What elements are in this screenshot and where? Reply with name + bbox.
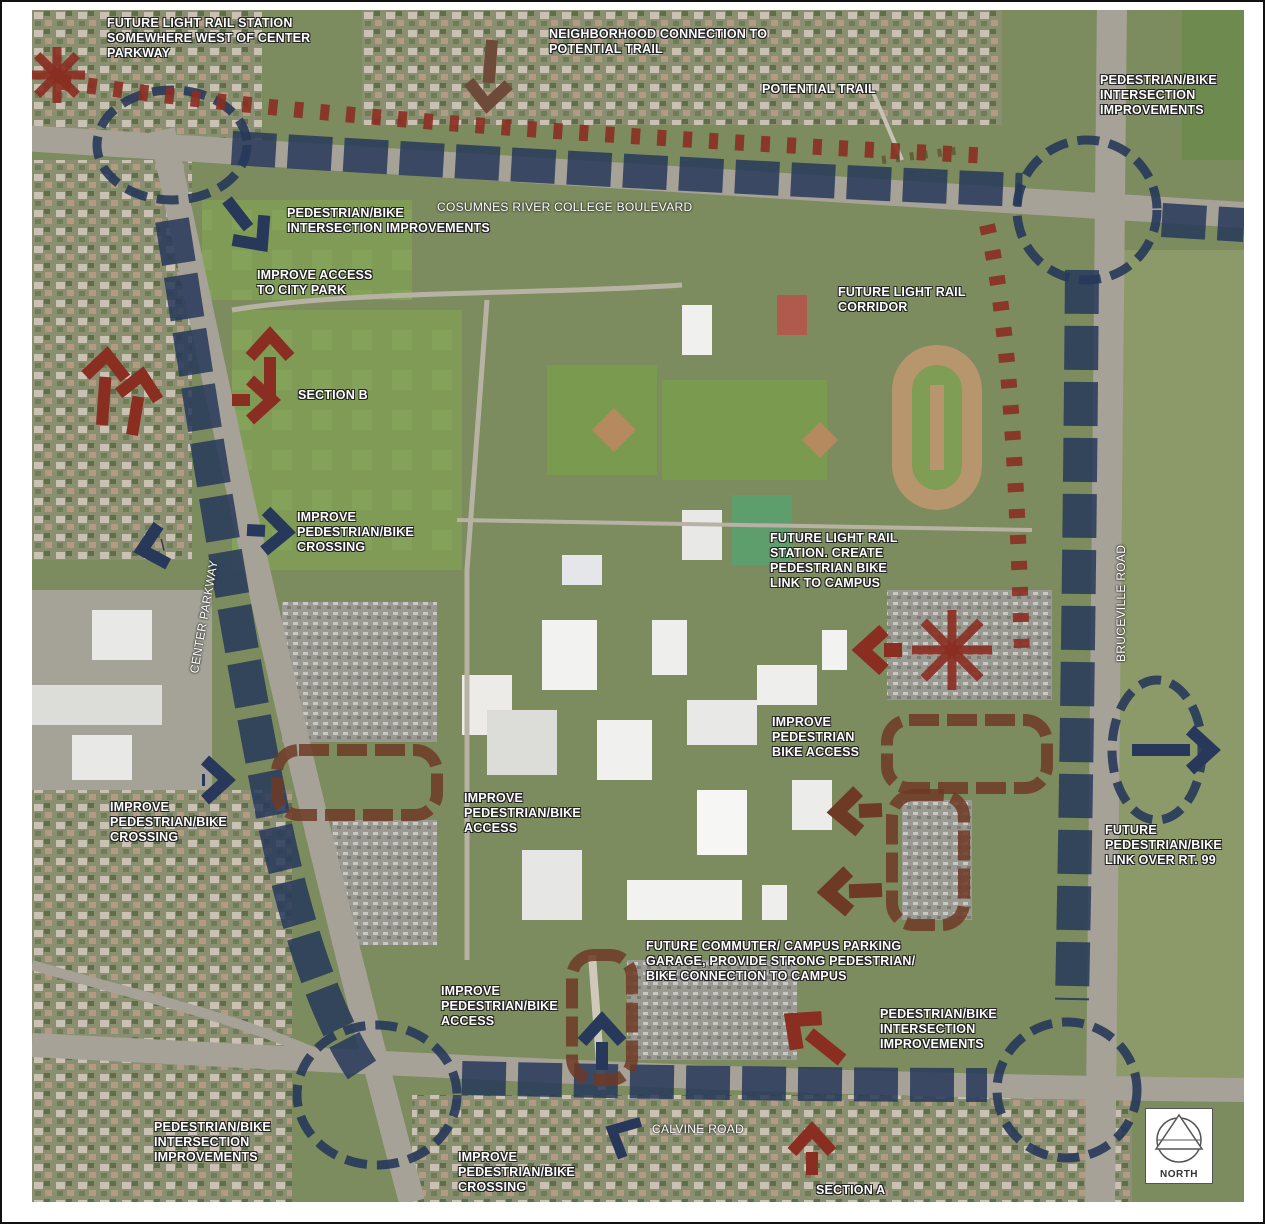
label-improve-bike-access-east: IMPROVE PEDESTRIAN BIKE ACCESS — [772, 715, 860, 759]
label-improve-access-west-lot: IMPROVE PEDESTRIAN/BIKE ACCESS — [464, 791, 581, 835]
west-residential-arrow-b-shaft — [126, 395, 145, 436]
east-parking-arrow-b-shaft — [848, 883, 883, 899]
access-loop-east-parking — [886, 789, 970, 931]
label-future-light-rail-corridor: FUTURE LIGHT RAIL CORRIDOR — [838, 285, 966, 314]
north-arrow: NORTH — [1145, 1108, 1213, 1184]
neighborhood-connection-arrow — [464, 39, 513, 114]
intersection-ring-ne — [1012, 135, 1162, 285]
label-potential-trail: POTENTIAL TRAIL — [762, 82, 876, 96]
station-link-arrow — [851, 624, 902, 676]
site-map: COSUMNES RIVER COLLEGE BOULEVARD CENTER … — [32, 10, 1244, 1202]
direction-arrows — [81, 39, 1221, 1175]
label-future-light-rail-station-west: FUTURE LIGHT RAIL STATION SOMEWHERE WEST… — [107, 16, 311, 60]
access-loop-west-lot — [271, 744, 443, 821]
light-rail-station-campus-icon-spoke — [920, 618, 984, 682]
north-arrow-icon — [1154, 1113, 1204, 1163]
label-section-b: SECTION B — [298, 388, 368, 402]
west-residential-arrow-a-head — [81, 346, 131, 383]
ped-bike-route-cosumnes-east — [1160, 203, 1244, 242]
label-future-light-rail-station-campus: FUTURE LIGHT RAIL STATION. CREATE PEDEST… — [770, 531, 898, 590]
pedestrian-bike-routes — [92, 85, 1244, 1170]
ped-bike-route-cosumnes — [230, 131, 1023, 207]
east-parking-arrow-b — [816, 866, 883, 917]
section-b-arrow-v — [245, 326, 295, 405]
label-future-commuter-parking-garage: FUTURE COMMUTER/ CAMPUS PARKING GARAGE, … — [646, 939, 916, 983]
city-park-arrow-shaft — [222, 196, 254, 232]
city-park-arrow-head — [231, 214, 271, 253]
access-loop-east-lot — [881, 714, 1053, 794]
ped-bike-route-bruceville — [1055, 269, 1099, 1001]
label-ped-bike-intersection-sw: PEDESTRIAN/BIKE INTERSECTION IMPROVEMENT… — [154, 1120, 271, 1164]
label-improve-crossing-west: IMPROVE PEDESTRIAN/BIKE CROSSING — [297, 510, 414, 554]
intersection-ring-sw — [292, 1020, 462, 1170]
label-improve-access-city-park: IMPROVE ACCESS TO CITY PARK — [257, 268, 373, 297]
south-access-arrow — [577, 1011, 627, 1070]
crossing-west-arrow-e-shaft — [246, 524, 266, 537]
intersection-ring-se — [992, 1017, 1142, 1163]
section-a-arrow — [787, 1121, 837, 1175]
light-rail-station-west-icon-spoke — [34, 52, 80, 98]
crossing-west-arrow-e-head — [260, 506, 296, 556]
south-access-arrow-head — [577, 1011, 627, 1047]
neighborhood-connection-arrow-shaft — [482, 39, 498, 84]
access-loop-garage — [566, 949, 638, 1086]
light-rail-station-west-icon — [32, 47, 85, 103]
ped-bike-route-calvine — [461, 1061, 988, 1102]
label-improve-crossing-south: IMPROVE PEDESTRIAN/BIKE CROSSING — [458, 1150, 575, 1194]
east-parking-arrow-b-head — [816, 866, 855, 917]
light-rail-station-campus-icon — [912, 610, 992, 690]
station-link-arrow-head — [851, 624, 889, 676]
crossing-west-arrow-w — [133, 521, 172, 570]
crossing-west-arrow-e — [246, 506, 296, 556]
ped-bike-route-center-parkway — [155, 217, 377, 1080]
garage-arrow — [783, 1011, 847, 1066]
label-future-link-over-rt99: FUTURE PEDESTRIAN/BIKE LINK OVER RT. 99 — [1105, 823, 1222, 867]
crossing-south-arrow — [605, 1117, 642, 1160]
light-rail-corridor — [60, 74, 1030, 661]
section-a-arrow-head — [787, 1121, 837, 1157]
label-ped-bike-intersection-nw: PEDESTRIAN/BIKE INTERSECTION IMPROVEMENT… — [287, 206, 490, 235]
road-label-cosumnes-river-college-blvd: COSUMNES RIVER COLLEGE BOULEVARD — [437, 200, 693, 214]
east-parking-arrow-a-shaft — [858, 803, 883, 819]
proposed-access-improvements — [271, 714, 1053, 1086]
garage-arrow-head — [783, 1011, 823, 1051]
rt99-link-arrow-head — [1185, 725, 1221, 775]
overlay-layer — [32, 39, 1244, 1175]
rt99-link-arrow — [1132, 725, 1221, 775]
road-label-calvine-road: CALVINE ROAD — [652, 1122, 745, 1136]
label-section-a: SECTION A — [816, 1183, 886, 1197]
city-park-arrow — [222, 196, 271, 253]
east-parking-arrow-a-head — [826, 786, 865, 837]
crossing-sw-arrow-head — [200, 755, 236, 805]
west-residential-arrow-a-shaft — [96, 376, 112, 426]
road-label-bruceville-road: BRUCEVILLE ROAD — [1114, 544, 1128, 662]
label-improve-crossing-sw: IMPROVE PEDESTRIAN/BIKE CROSSING — [110, 800, 227, 844]
label-improve-access-south: IMPROVE PEDESTRIAN/BIKE ACCESS — [441, 984, 558, 1028]
intersection-ring-rt99 — [1107, 675, 1207, 825]
crossing-sw-arrow — [200, 755, 236, 805]
north-label: NORTH — [1159, 1169, 1199, 1180]
crossing-west-arrow-w-head — [133, 521, 172, 570]
west-residential-arrow-a — [81, 346, 131, 426]
crossing-south-arrow-head — [605, 1117, 642, 1160]
west-residential-arrow-b-head — [114, 366, 164, 404]
light-rail-station-symbols — [32, 47, 992, 690]
section-b-arrow-v-head — [245, 326, 295, 362]
label-neighborhood-connection: NEIGHBORHOOD CONNECTION TO POTENTIAL TRA… — [549, 27, 768, 56]
light-rail-track-east — [979, 223, 1030, 661]
neighborhood-connection-arrow-head — [464, 77, 513, 114]
east-parking-arrow-a — [826, 786, 883, 837]
light-rail-track-north — [60, 74, 993, 164]
label-ped-bike-intersection-ne: PEDESTRIAN/BIKE INTERSECTION IMPROVEMENT… — [1100, 73, 1217, 117]
garage-arrow-shaft — [804, 1028, 847, 1066]
label-ped-bike-intersection-se: PEDESTRIAN/BIKE INTERSECTION IMPROVEMENT… — [880, 1007, 997, 1051]
west-residential-arrow-b — [114, 366, 164, 436]
